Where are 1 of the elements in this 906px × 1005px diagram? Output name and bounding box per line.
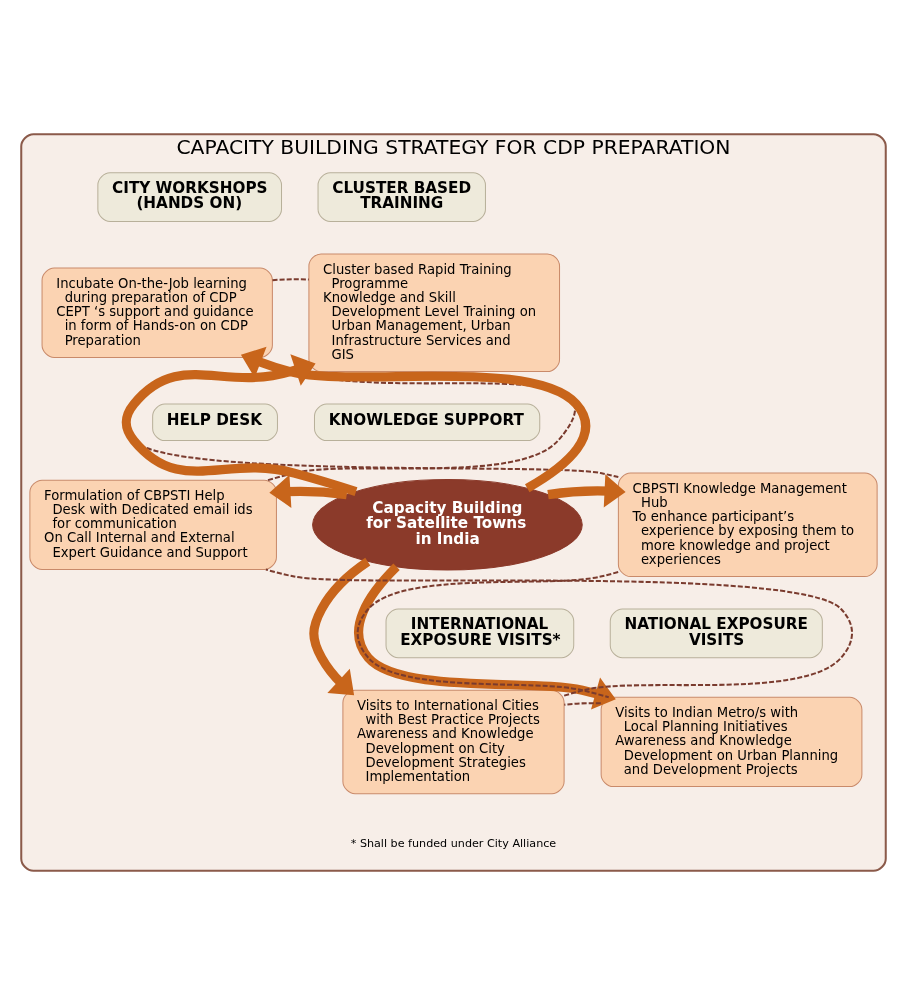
label: * Shall be funded under City Alliance [350,837,556,851]
